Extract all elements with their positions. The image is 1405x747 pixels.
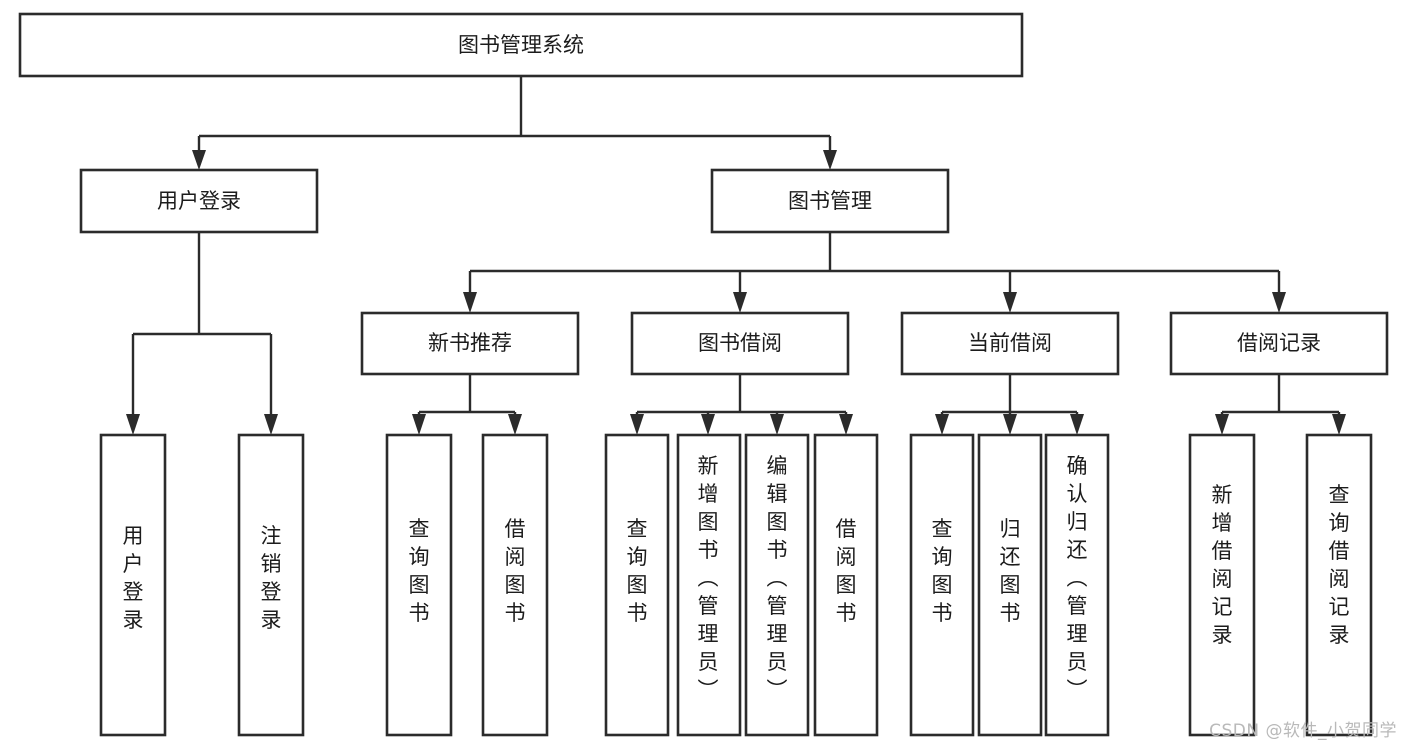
arrowhead-leaf-query-book-3 bbox=[935, 414, 949, 435]
node-leaf-query-record-label: 查询借阅记录 bbox=[1329, 483, 1350, 647]
node-leaf-query-book-1-box[interactable] bbox=[385, 433, 453, 737]
node-leaf-borrow-book-2-label: 借阅图书 bbox=[836, 517, 857, 625]
node-leaf-confirm-return-box[interactable] bbox=[1044, 433, 1110, 737]
node-borrow-record-label: 借阅记录 bbox=[1237, 331, 1321, 355]
node-leaf-borrow-book-1[interactable]: 借阅图书 bbox=[481, 433, 549, 737]
node-root-label: 图书管理系统 bbox=[458, 33, 584, 57]
node-new-book-rec-label: 新书推荐 bbox=[428, 331, 512, 355]
arrowhead-user-login bbox=[192, 150, 206, 170]
arrowhead-book-manage bbox=[823, 150, 837, 170]
node-leaf-query-record[interactable]: 查询借阅记录 bbox=[1305, 433, 1373, 737]
node-leaf-query-book-1-label: 查询图书 bbox=[409, 517, 430, 625]
node-leaf-add-record[interactable]: 新增借阅记录 bbox=[1188, 433, 1256, 737]
arrowhead-leaf-confirm-return bbox=[1070, 414, 1084, 435]
node-leaf-add-record-box[interactable] bbox=[1188, 433, 1256, 737]
node-book-manage-label: 图书管理 bbox=[788, 189, 872, 213]
connector-bookmanage-to-level3 bbox=[468, 232, 1281, 300]
node-user-login-box[interactable] bbox=[79, 168, 319, 234]
arrowhead-leaf-add-record bbox=[1215, 414, 1229, 435]
node-root-box[interactable] bbox=[18, 12, 1024, 78]
arrowhead-book-borrow bbox=[733, 292, 747, 313]
node-leaf-query-record-box[interactable] bbox=[1305, 433, 1373, 737]
node-leaf-edit-book[interactable]: 编辑图书︵管理员︶ bbox=[744, 433, 810, 737]
node-current-borrow-label: 当前借阅 bbox=[968, 331, 1052, 355]
node-leaf-add-book-box[interactable] bbox=[676, 433, 742, 737]
node-leaf-borrow-book-2[interactable]: 借阅图书 bbox=[813, 433, 879, 737]
connector-borrowrecord-to-leaves bbox=[1220, 374, 1341, 422]
node-leaf-borrow-book-1-label: 借阅图书 bbox=[505, 517, 526, 625]
arrowhead-leaf-user-login bbox=[126, 414, 140, 435]
node-book-borrow-box[interactable] bbox=[630, 311, 850, 376]
node-leaf-borrow-book-2-box[interactable] bbox=[813, 433, 879, 737]
node-root[interactable]: 图书管理系统 bbox=[18, 12, 1024, 78]
node-book-borrow[interactable]: 图书借阅 bbox=[630, 311, 850, 376]
node-current-borrow-box[interactable] bbox=[900, 311, 1120, 376]
node-book-manage[interactable]: 图书管理 bbox=[710, 168, 950, 234]
node-leaf-user-login-box[interactable] bbox=[99, 433, 167, 737]
node-leaf-user-login[interactable]: 用户登录 bbox=[99, 433, 167, 737]
node-leaf-edit-book-label: 编辑图书︵管理员︶ bbox=[767, 454, 788, 702]
node-leaf-user-login-label: 用户登录 bbox=[123, 524, 144, 632]
node-leaf-user-logout-box[interactable] bbox=[237, 433, 305, 737]
node-leaf-query-book-3-label: 查询图书 bbox=[932, 517, 953, 625]
arrowhead-borrow-record bbox=[1272, 292, 1286, 313]
node-leaf-confirm-return[interactable]: 确认归还︵管理员︶ bbox=[1044, 433, 1110, 737]
node-leaf-add-book[interactable]: 新增图书︵管理员︶ bbox=[676, 433, 742, 737]
node-leaf-return-book[interactable]: 归还图书 bbox=[977, 433, 1043, 737]
node-user-login-label: 用户登录 bbox=[157, 189, 241, 213]
node-user-login[interactable]: 用户登录 bbox=[79, 168, 319, 234]
node-current-borrow[interactable]: 当前借阅 bbox=[900, 311, 1120, 376]
node-leaf-query-book-2[interactable]: 查询图书 bbox=[604, 433, 670, 737]
connector-layer bbox=[126, 76, 1346, 435]
node-leaf-query-book-3-box[interactable] bbox=[909, 433, 975, 737]
arrowhead-leaf-user-logout bbox=[264, 414, 278, 435]
arrowhead-leaf-borrow-book-2 bbox=[839, 414, 853, 435]
node-book-manage-box[interactable] bbox=[710, 168, 950, 234]
node-leaf-borrow-book-1-box[interactable] bbox=[481, 433, 549, 737]
arrowhead-leaf-add-book bbox=[701, 414, 715, 435]
connector-newbookrec-to-leaves bbox=[417, 374, 517, 422]
arrowhead-leaf-edit-book bbox=[770, 414, 784, 435]
node-leaf-return-book-box[interactable] bbox=[977, 433, 1043, 737]
node-leaf-add-record-label: 新增借阅记录 bbox=[1212, 483, 1233, 647]
arrowhead-leaf-query-book-1 bbox=[412, 414, 426, 435]
node-leaf-edit-book-box[interactable] bbox=[744, 433, 810, 737]
arrowhead-leaf-return-book bbox=[1003, 414, 1017, 435]
connector-bookborrow-to-leaves bbox=[635, 374, 848, 422]
arrowhead-current-borrow bbox=[1003, 292, 1017, 313]
node-leaf-add-book-label: 新增图书︵管理员︶ bbox=[698, 454, 719, 702]
node-borrow-record[interactable]: 借阅记录 bbox=[1169, 311, 1389, 376]
node-book-borrow-label: 图书借阅 bbox=[698, 331, 782, 355]
node-borrow-record-box[interactable] bbox=[1169, 311, 1389, 376]
node-new-book-rec-box[interactable] bbox=[360, 311, 580, 376]
arrowhead-leaf-query-book-2 bbox=[630, 414, 644, 435]
arrowhead-leaf-query-record bbox=[1332, 414, 1346, 435]
node-leaf-return-book-label: 归还图书 bbox=[1000, 517, 1021, 625]
node-leaf-confirm-return-label: 确认归还︵管理员︶ bbox=[1067, 454, 1088, 702]
node-leaf-query-book-1[interactable]: 查询图书 bbox=[385, 433, 453, 737]
node-leaf-query-book-2-box[interactable] bbox=[604, 433, 670, 737]
connector-root-to-level2 bbox=[197, 76, 832, 158]
connector-userlogin-to-leaves bbox=[131, 232, 273, 422]
node-leaf-query-book-3[interactable]: 查询图书 bbox=[909, 433, 975, 737]
arrowhead-new-book-rec bbox=[463, 292, 477, 313]
node-leaf-user-logout[interactable]: 注销登录 bbox=[237, 433, 305, 737]
node-leaf-user-logout-label: 注销登录 bbox=[261, 524, 282, 632]
arrowhead-leaf-borrow-book-1 bbox=[508, 414, 522, 435]
node-leaf-query-book-2-label: 查询图书 bbox=[627, 517, 648, 625]
csdn-watermark: CSDN @软件_小贺同学 bbox=[1209, 721, 1397, 741]
node-new-book-rec[interactable]: 新书推荐 bbox=[360, 311, 580, 376]
